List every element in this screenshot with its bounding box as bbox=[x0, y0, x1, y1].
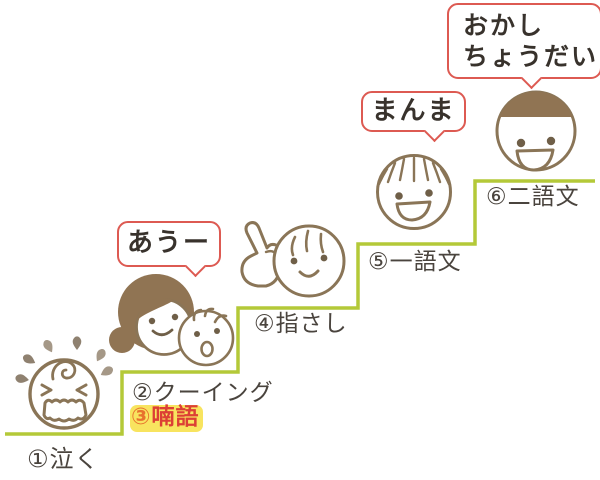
hair-fringe bbox=[137, 298, 174, 320]
mother-icon bbox=[109, 274, 194, 356]
right-eye bbox=[214, 328, 220, 334]
pointing-baby-icon bbox=[240, 221, 346, 298]
left-eye bbox=[40, 383, 53, 397]
crying-baby-icon bbox=[15, 336, 114, 430]
left-eye bbox=[290, 257, 298, 265]
bubble-text-line2: ちょうだい bbox=[463, 42, 599, 71]
tear-drops bbox=[15, 336, 114, 383]
left-eye bbox=[148, 317, 156, 325]
two-word-child-icon bbox=[495, 90, 577, 172]
open-smile-mouth bbox=[515, 148, 555, 172]
bubble-text-line1: おかし bbox=[463, 11, 545, 40]
smile bbox=[151, 328, 174, 337]
stage-3-text: 喃語 bbox=[151, 404, 200, 430]
right-eye bbox=[546, 136, 556, 146]
hair-wisp bbox=[304, 229, 310, 253]
stage-label-4: ④指さし bbox=[254, 311, 348, 337]
stage-label-3: ③喃語 bbox=[130, 404, 204, 433]
stage-3-number: ③ bbox=[131, 404, 152, 430]
bowl-haircut bbox=[499, 91, 573, 117]
right-eye bbox=[171, 313, 179, 321]
open-mouth bbox=[200, 340, 214, 358]
crying-mouth bbox=[42, 398, 88, 423]
hair-wisp bbox=[203, 307, 215, 318]
staircase-line bbox=[5, 179, 595, 436]
stage-label-2: ②クーイング bbox=[132, 380, 274, 406]
speech-bubble-two-word: おかし ちょうだい bbox=[447, 3, 600, 89]
speech-bubble-one-word: まんま bbox=[361, 91, 466, 142]
hair-curl bbox=[51, 360, 77, 381]
speech-bubble-cooing: あうー bbox=[117, 221, 221, 277]
stage-label-5: ⑤一語文 bbox=[368, 249, 462, 275]
hair-bun bbox=[109, 327, 135, 353]
right-eye bbox=[75, 383, 88, 397]
stage-label-1: ①泣く bbox=[27, 445, 100, 473]
highlight-marker: ③喃語 bbox=[130, 404, 204, 433]
left-eye bbox=[516, 138, 526, 148]
bubble-text: まんま bbox=[371, 95, 456, 126]
left-eye bbox=[194, 331, 200, 337]
hair-fringe-lines bbox=[377, 156, 451, 186]
hair-wisp bbox=[192, 308, 203, 322]
right-eye bbox=[425, 189, 433, 197]
smile bbox=[298, 269, 320, 278]
cooing-baby-icon bbox=[177, 307, 235, 367]
hair-wisp bbox=[290, 235, 297, 257]
right-eye bbox=[320, 254, 328, 262]
stage-label-6: ⑥二語文 bbox=[486, 184, 580, 210]
hair-wisp bbox=[319, 232, 325, 254]
bubble-text: あうー bbox=[126, 228, 211, 259]
left-eye bbox=[395, 192, 403, 200]
open-smile-mouth bbox=[395, 200, 432, 222]
one-word-child-icon bbox=[376, 154, 452, 230]
hair-wisp bbox=[213, 314, 228, 324]
